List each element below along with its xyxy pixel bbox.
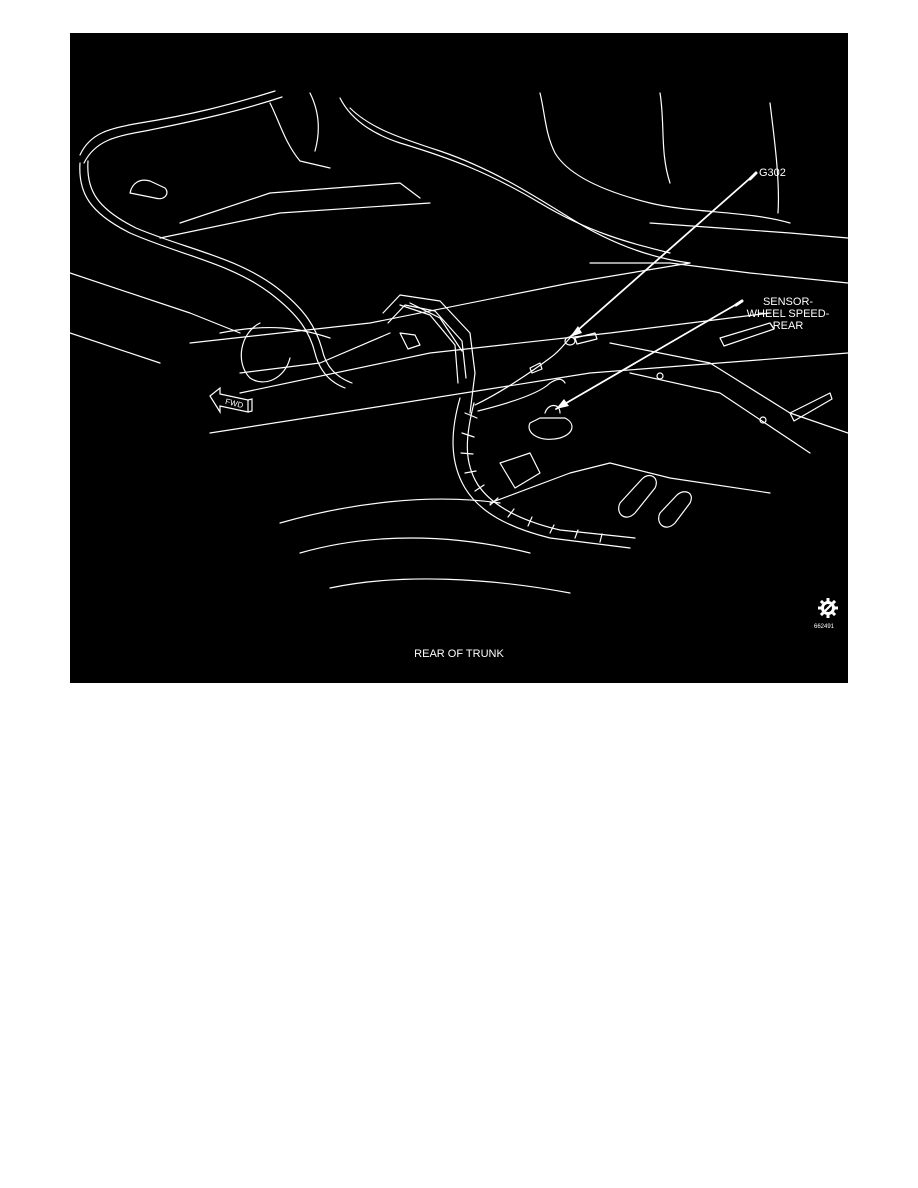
callout-sensor-line-3: REAR <box>772 320 804 332</box>
callout-sensor-line-2: WHEEL SPEED- <box>746 308 830 320</box>
trunk-line-drawing <box>70 90 848 594</box>
callout-wheel-speed-sensor: SENSOR- WHEEL SPEED- REAR <box>738 296 838 332</box>
figure-number: 662491 <box>814 624 835 630</box>
illustration-figure: FWD G302 SENSOR- WHEEL SPEED- REAR 66249… <box>70 33 848 683</box>
forward-direction-arrow-icon <box>209 386 253 415</box>
figure-caption: REAR OF TRUNK <box>414 648 504 660</box>
callout-ground-g302: G302 <box>759 167 786 179</box>
gear-slash-logo-icon <box>818 598 838 618</box>
callout-sensor-line-1: SENSOR- <box>762 296 814 308</box>
